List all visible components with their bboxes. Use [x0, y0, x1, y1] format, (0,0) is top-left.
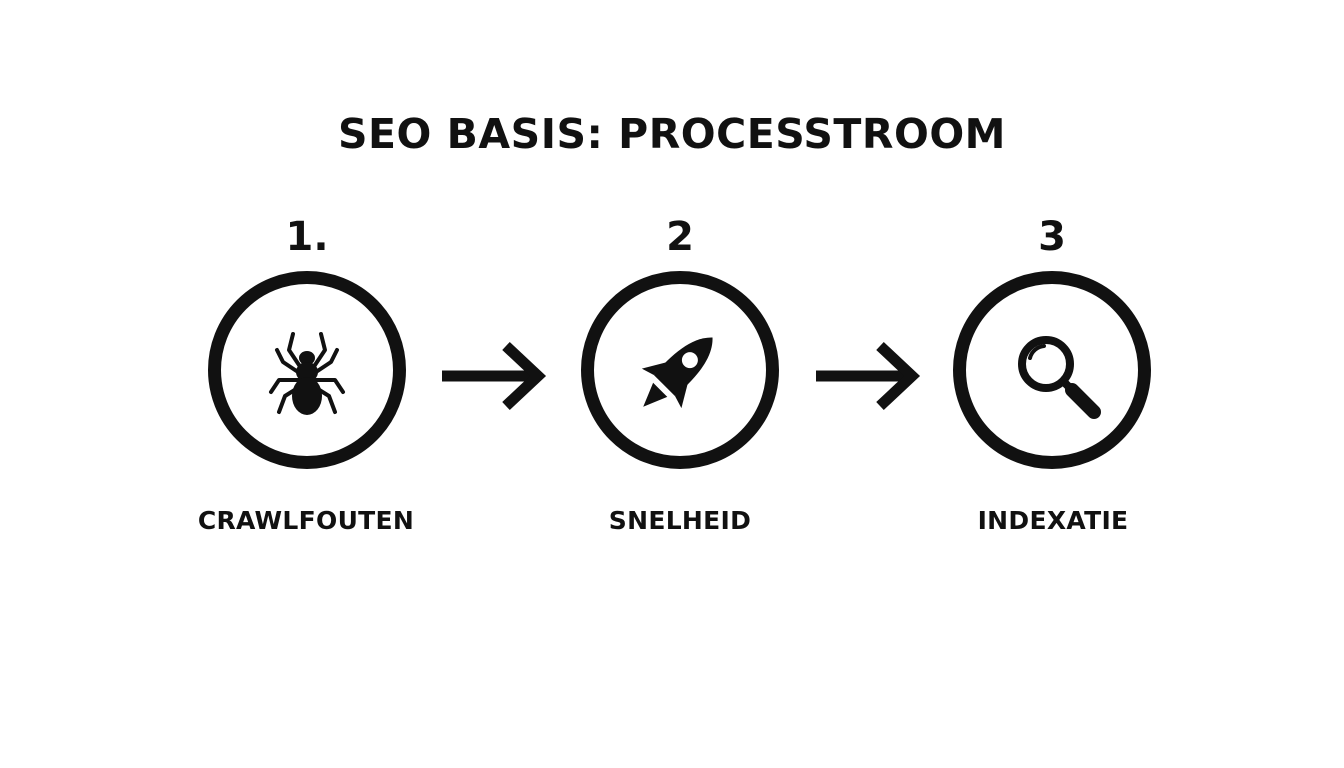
step-3-number: 3	[1038, 214, 1066, 260]
step-1-circle	[208, 271, 406, 469]
step-2-number: 2	[666, 214, 694, 260]
step-3-circle	[953, 271, 1151, 469]
spider-icon	[269, 332, 345, 415]
rocket-icon	[641, 337, 713, 409]
diagram-title: SEO BASIS: PROCESSTROOM	[338, 110, 1006, 158]
step-1-label: CRAWLFOUTEN	[197, 506, 415, 535]
arrow-right-icon	[442, 341, 547, 411]
step-1-number: 1.	[285, 214, 329, 260]
magnifying-glass-icon	[1018, 336, 1101, 419]
step-2-label: SNELHEID	[608, 506, 752, 535]
step-3-label: INDEXATIE	[977, 506, 1129, 535]
arrow-right-icon	[816, 341, 921, 411]
step-2-circle	[581, 271, 779, 469]
